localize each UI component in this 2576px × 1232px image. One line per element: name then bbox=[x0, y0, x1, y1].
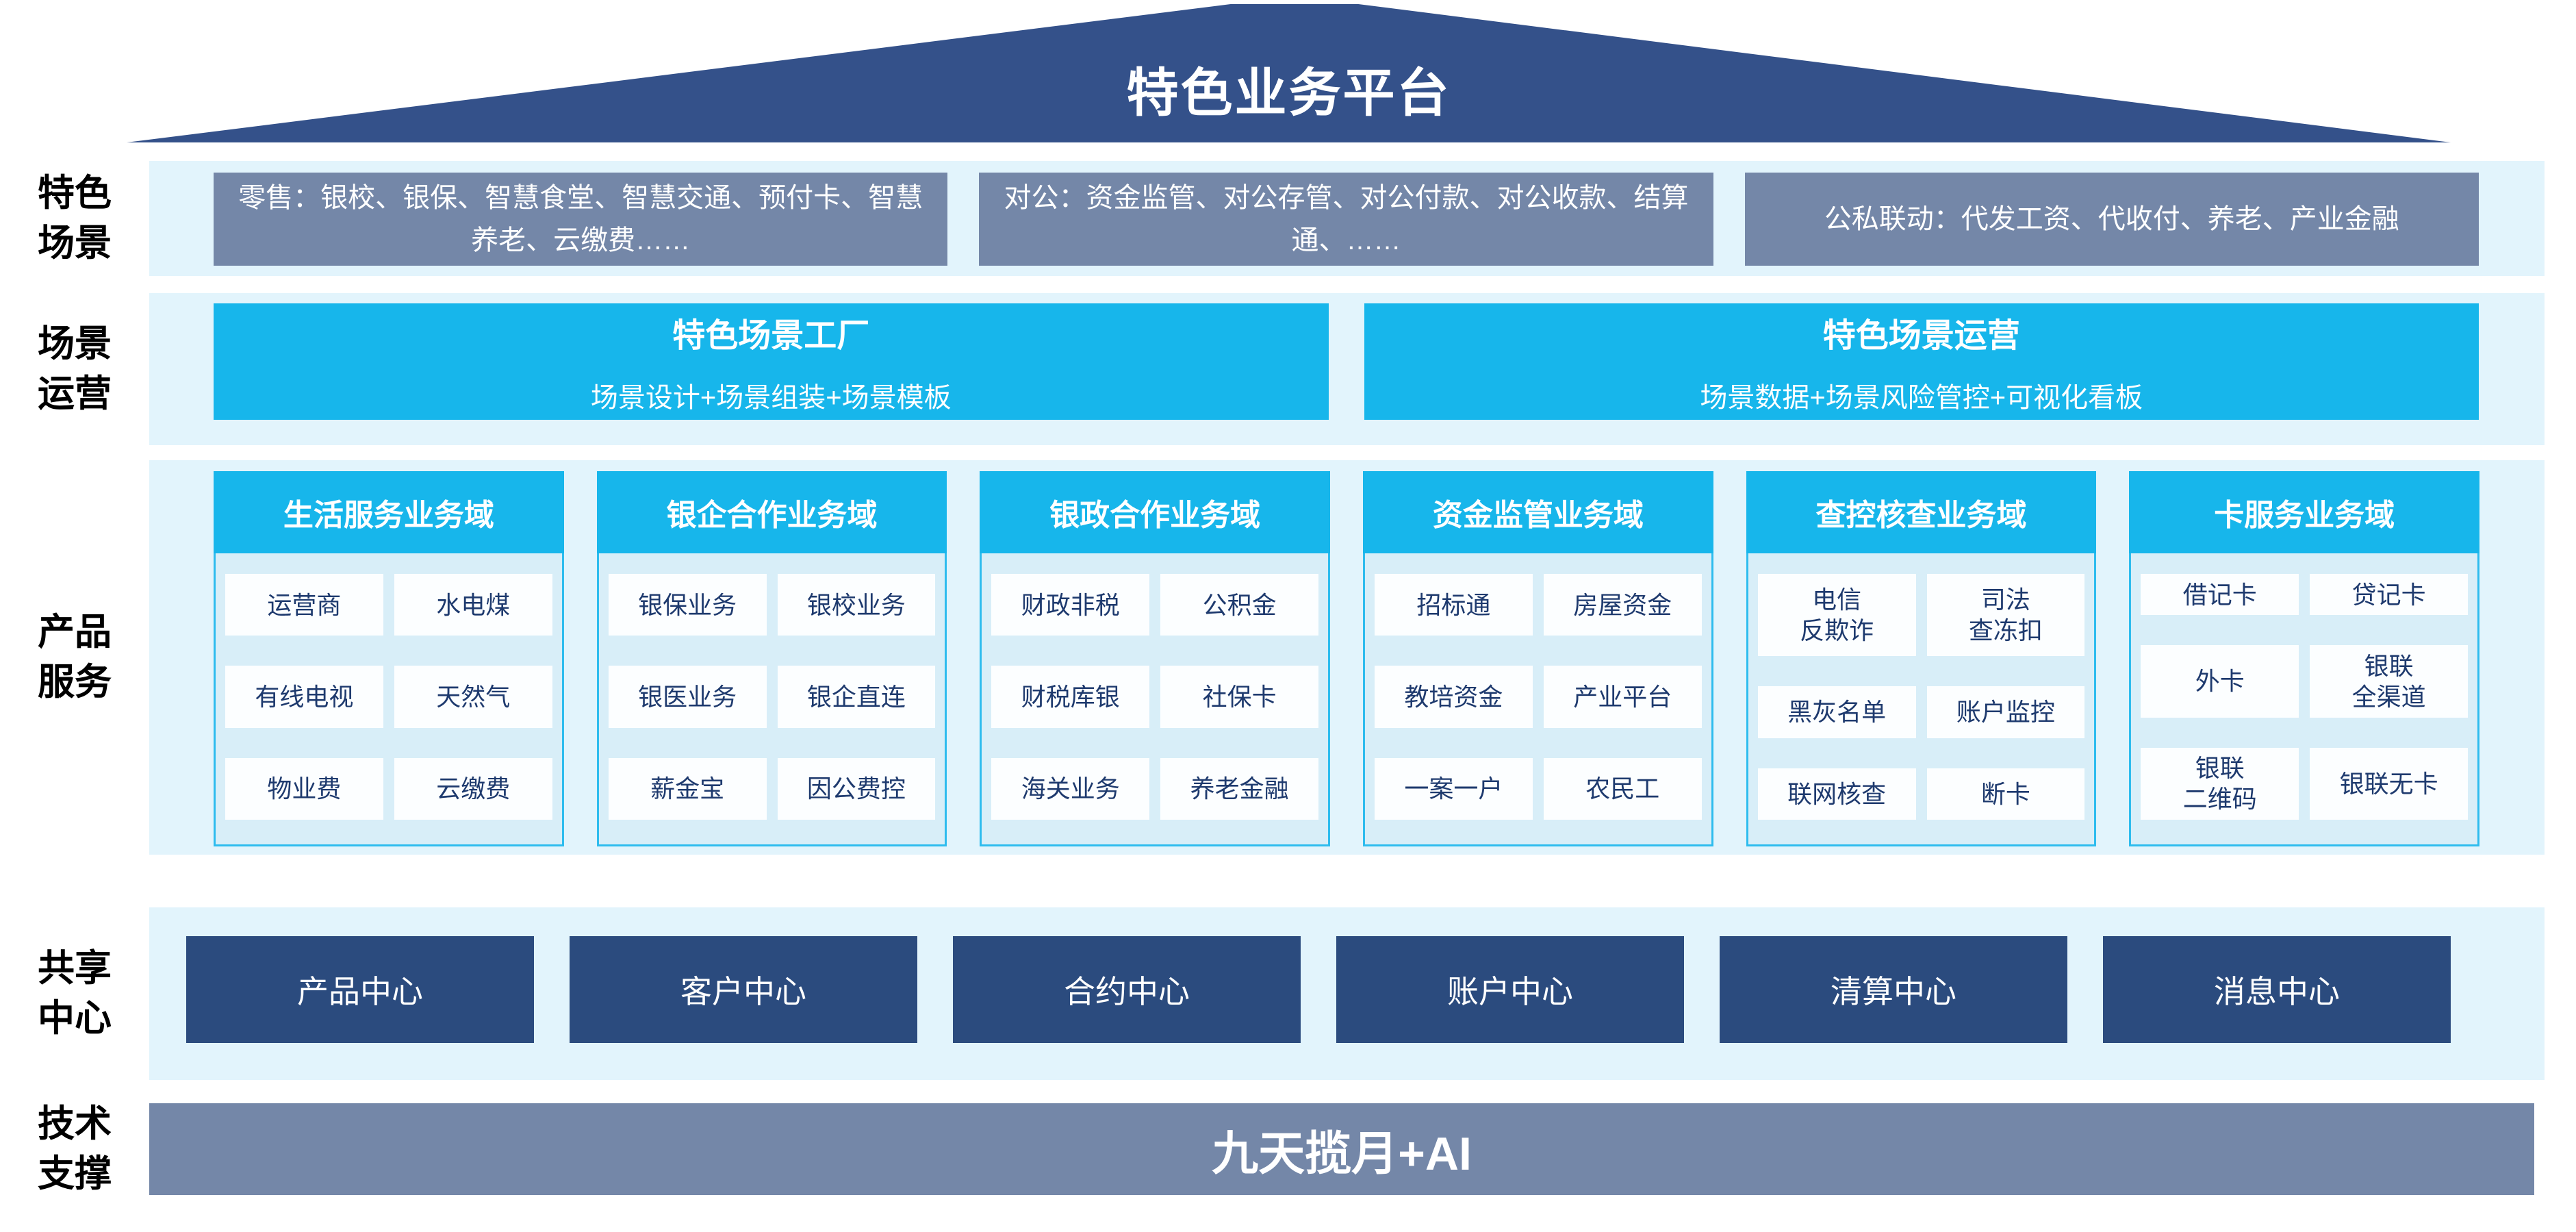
band-scenario-operations: 特色场景工厂 场景设计+场景组装+场景模板 特色场景运营 场景数据+场景风险管控… bbox=[149, 293, 2545, 445]
product-cell: 贷记卡 bbox=[2310, 574, 2469, 616]
band-featured-scenarios: 零售：银校、银保、智慧食堂、智慧交通、预付卡、智慧养老、云缴费…… 对公：资金监… bbox=[149, 161, 2545, 276]
product-cell: 海关业务 bbox=[991, 757, 1150, 820]
product-cell: 一案一户 bbox=[1375, 757, 1533, 820]
operations-box-subtitle: 场景数据+场景风险管控+可视化看板 bbox=[1700, 383, 2143, 413]
product-cell: 社保卡 bbox=[1160, 666, 1319, 728]
row-label-scenario-operations: 场景 运营 bbox=[38, 323, 112, 414]
domain-body: 运营商 水电煤 有线电视 天然气 物业费 云缴费 bbox=[214, 553, 564, 846]
domain-header: 银政合作业务域 bbox=[980, 471, 1331, 553]
domain-column-bank-enterprise: 银企合作业务域 银保业务 银校业务 银医业务 银企直连 薪金宝 因公费控 bbox=[596, 471, 947, 846]
row-label-shared-centers: 共享 中心 bbox=[38, 948, 112, 1039]
product-cell: 银校业务 bbox=[777, 574, 936, 636]
domain-body: 银保业务 银校业务 银医业务 银企直连 薪金宝 因公费控 bbox=[596, 553, 947, 846]
row-technology-support: 技术 支撑 九天揽月+AI bbox=[0, 1103, 2545, 1195]
technology-bar: 九天揽月+AI bbox=[149, 1103, 2534, 1195]
product-cell: 账户监控 bbox=[1926, 686, 2085, 738]
product-cell: 外卡 bbox=[2141, 645, 2299, 718]
domain-header: 资金监管业务域 bbox=[1363, 471, 1713, 553]
domain-body: 财政非税 公积金 财税库银 社保卡 海关业务 养老金融 bbox=[980, 553, 1331, 846]
domain-header: 生活服务业务域 bbox=[214, 471, 564, 553]
product-cell: 银联无卡 bbox=[2310, 747, 2469, 820]
band-product-services: 生活服务业务域 运营商 水电煤 有线电视 天然气 物业费 云缴费 银企合作业务域… bbox=[149, 460, 2545, 855]
product-cell: 银医业务 bbox=[608, 666, 767, 728]
center-box-message: 消息中心 bbox=[2103, 936, 2451, 1043]
product-cell: 有线电视 bbox=[225, 666, 383, 728]
domain-column-life-services: 生活服务业务域 运营商 水电煤 有线电视 天然气 物业费 云缴费 bbox=[214, 471, 564, 846]
domain-column-inspection-verification: 查控核查业务域 电信 反欺诈 司法 查冻扣 黑灰名单 账户监控 联网核查 断卡 bbox=[1746, 471, 2097, 846]
platform-title: 特色业务平台 bbox=[1126, 64, 1451, 123]
center-box-product: 产品中心 bbox=[186, 936, 534, 1043]
scenario-box-public-private: 公私联动：代发工资、代收付、养老、产业金融 bbox=[1744, 173, 2479, 266]
operations-box-scene-factory: 特色场景工厂 场景设计+场景组装+场景模板 bbox=[214, 303, 1329, 420]
row-label-featured-scenarios: 特色 场景 bbox=[38, 173, 112, 264]
scenario-box-retail: 零售：银校、银保、智慧食堂、智慧交通、预付卡、智慧养老、云缴费…… bbox=[214, 173, 948, 266]
domain-body: 电信 反欺诈 司法 查冻扣 黑灰名单 账户监控 联网核查 断卡 bbox=[1746, 553, 2097, 846]
product-cell: 产业平台 bbox=[1543, 666, 1702, 728]
operations-box-title: 特色场景工厂 bbox=[672, 318, 870, 354]
domain-body: 借记卡 贷记卡 外卡 银联 全渠道 银联 二维码 银联无卡 bbox=[2129, 553, 2480, 846]
product-cell: 云缴费 bbox=[394, 757, 552, 820]
product-cell: 司法 查冻扣 bbox=[1926, 574, 2085, 657]
domain-header: 查控核查业务域 bbox=[1746, 471, 2097, 553]
product-cell: 运营商 bbox=[225, 574, 383, 636]
domain-header: 银企合作业务域 bbox=[596, 471, 947, 553]
product-cell: 公积金 bbox=[1160, 574, 1319, 636]
scenario-box-corporate: 对公：资金监管、对公存管、对公付款、对公收款、结算通、…… bbox=[979, 173, 1713, 266]
domain-body: 招标通 房屋资金 教培资金 产业平台 一案一户 农民工 bbox=[1363, 553, 1713, 846]
product-cell: 借记卡 bbox=[2141, 574, 2299, 616]
product-cell: 银联 全渠道 bbox=[2310, 645, 2469, 718]
product-cell: 招标通 bbox=[1375, 574, 1533, 636]
domain-column-card-services: 卡服务业务域 借记卡 贷记卡 外卡 银联 全渠道 银联 二维码 银联无卡 bbox=[2129, 471, 2480, 846]
product-cell: 天然气 bbox=[394, 666, 552, 728]
row-shared-centers: 共享 中心 产品中心 客户中心 合约中心 账户中心 清算中心 消息中心 bbox=[0, 907, 2545, 1080]
row-scenario-operations: 场景 运营 特色场景工厂 场景设计+场景组装+场景模板 特色场景运营 场景数据+… bbox=[0, 293, 2545, 445]
product-cell: 银联 二维码 bbox=[2141, 747, 2299, 820]
product-cell: 银企直连 bbox=[777, 666, 936, 728]
product-cell: 财税库银 bbox=[991, 666, 1150, 728]
product-cell: 财政非税 bbox=[991, 574, 1150, 636]
product-cell: 房屋资金 bbox=[1543, 574, 1702, 636]
product-cell: 因公费控 bbox=[777, 757, 936, 820]
product-cell: 养老金融 bbox=[1160, 757, 1319, 820]
row-product-services: 产品 服务 生活服务业务域 运营商 水电煤 有线电视 天然气 物业费 云缴费 银… bbox=[0, 460, 2545, 855]
product-cell: 断卡 bbox=[1926, 768, 2085, 820]
domain-header: 卡服务业务域 bbox=[2129, 471, 2480, 553]
center-box-clearing: 清算中心 bbox=[1720, 936, 2067, 1043]
product-cell: 教培资金 bbox=[1375, 666, 1533, 728]
product-cell: 电信 反欺诈 bbox=[1757, 574, 1916, 657]
domain-column-bank-government: 银政合作业务域 财政非税 公积金 财税库银 社保卡 海关业务 养老金融 bbox=[980, 471, 1331, 846]
domain-column-fund-supervision: 资金监管业务域 招标通 房屋资金 教培资金 产业平台 一案一户 农民工 bbox=[1363, 471, 1713, 846]
operations-box-title: 特色场景运营 bbox=[1822, 318, 2020, 354]
row-label-technology-support: 技术 支撑 bbox=[38, 1103, 112, 1194]
row-label-product-services: 产品 服务 bbox=[38, 612, 112, 703]
product-cell: 水电煤 bbox=[394, 574, 552, 636]
product-cell: 黑灰名单 bbox=[1757, 686, 1916, 738]
product-cell: 薪金宝 bbox=[608, 757, 767, 820]
product-cell: 农民工 bbox=[1543, 757, 1702, 820]
product-cell: 联网核查 bbox=[1757, 768, 1916, 820]
row-featured-scenarios: 特色 场景 零售：银校、银保、智慧食堂、智慧交通、预付卡、智慧养老、云缴费…… … bbox=[0, 161, 2545, 276]
band-shared-centers: 产品中心 客户中心 合约中心 账户中心 清算中心 消息中心 bbox=[149, 907, 2545, 1080]
operations-box-scene-operation: 特色场景运营 场景数据+场景风险管控+可视化看板 bbox=[1364, 303, 2479, 420]
center-box-customer: 客户中心 bbox=[570, 936, 917, 1043]
center-box-account: 账户中心 bbox=[1336, 936, 1684, 1043]
center-box-contract: 合约中心 bbox=[953, 936, 1301, 1043]
product-cell: 银保业务 bbox=[608, 574, 767, 636]
platform-roof: 特色业务平台 bbox=[127, 4, 2451, 142]
operations-box-subtitle: 场景设计+场景组装+场景模板 bbox=[590, 383, 952, 413]
product-cell: 物业费 bbox=[225, 757, 383, 820]
